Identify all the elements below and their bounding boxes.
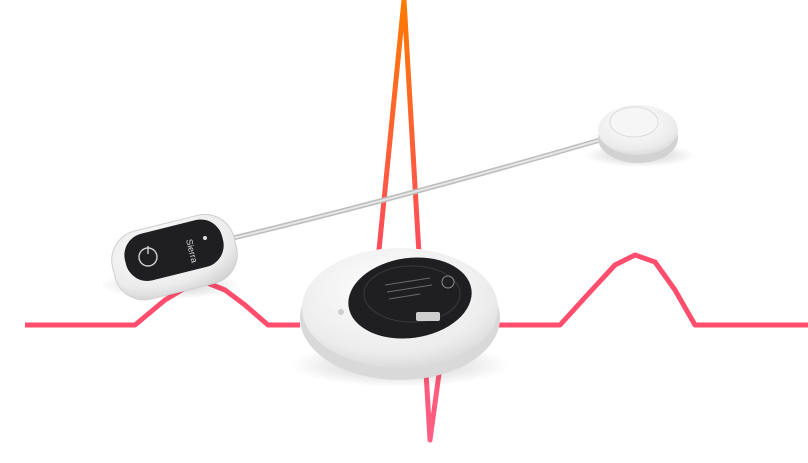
- small-sensor-device: Sierra: [111, 213, 238, 301]
- connector-pins: [416, 312, 440, 321]
- ecg-baseline-right: [495, 252, 808, 328]
- indicator-led: [338, 309, 344, 315]
- button-sensor-device: [598, 105, 678, 163]
- main-sensor-device: [300, 248, 500, 380]
